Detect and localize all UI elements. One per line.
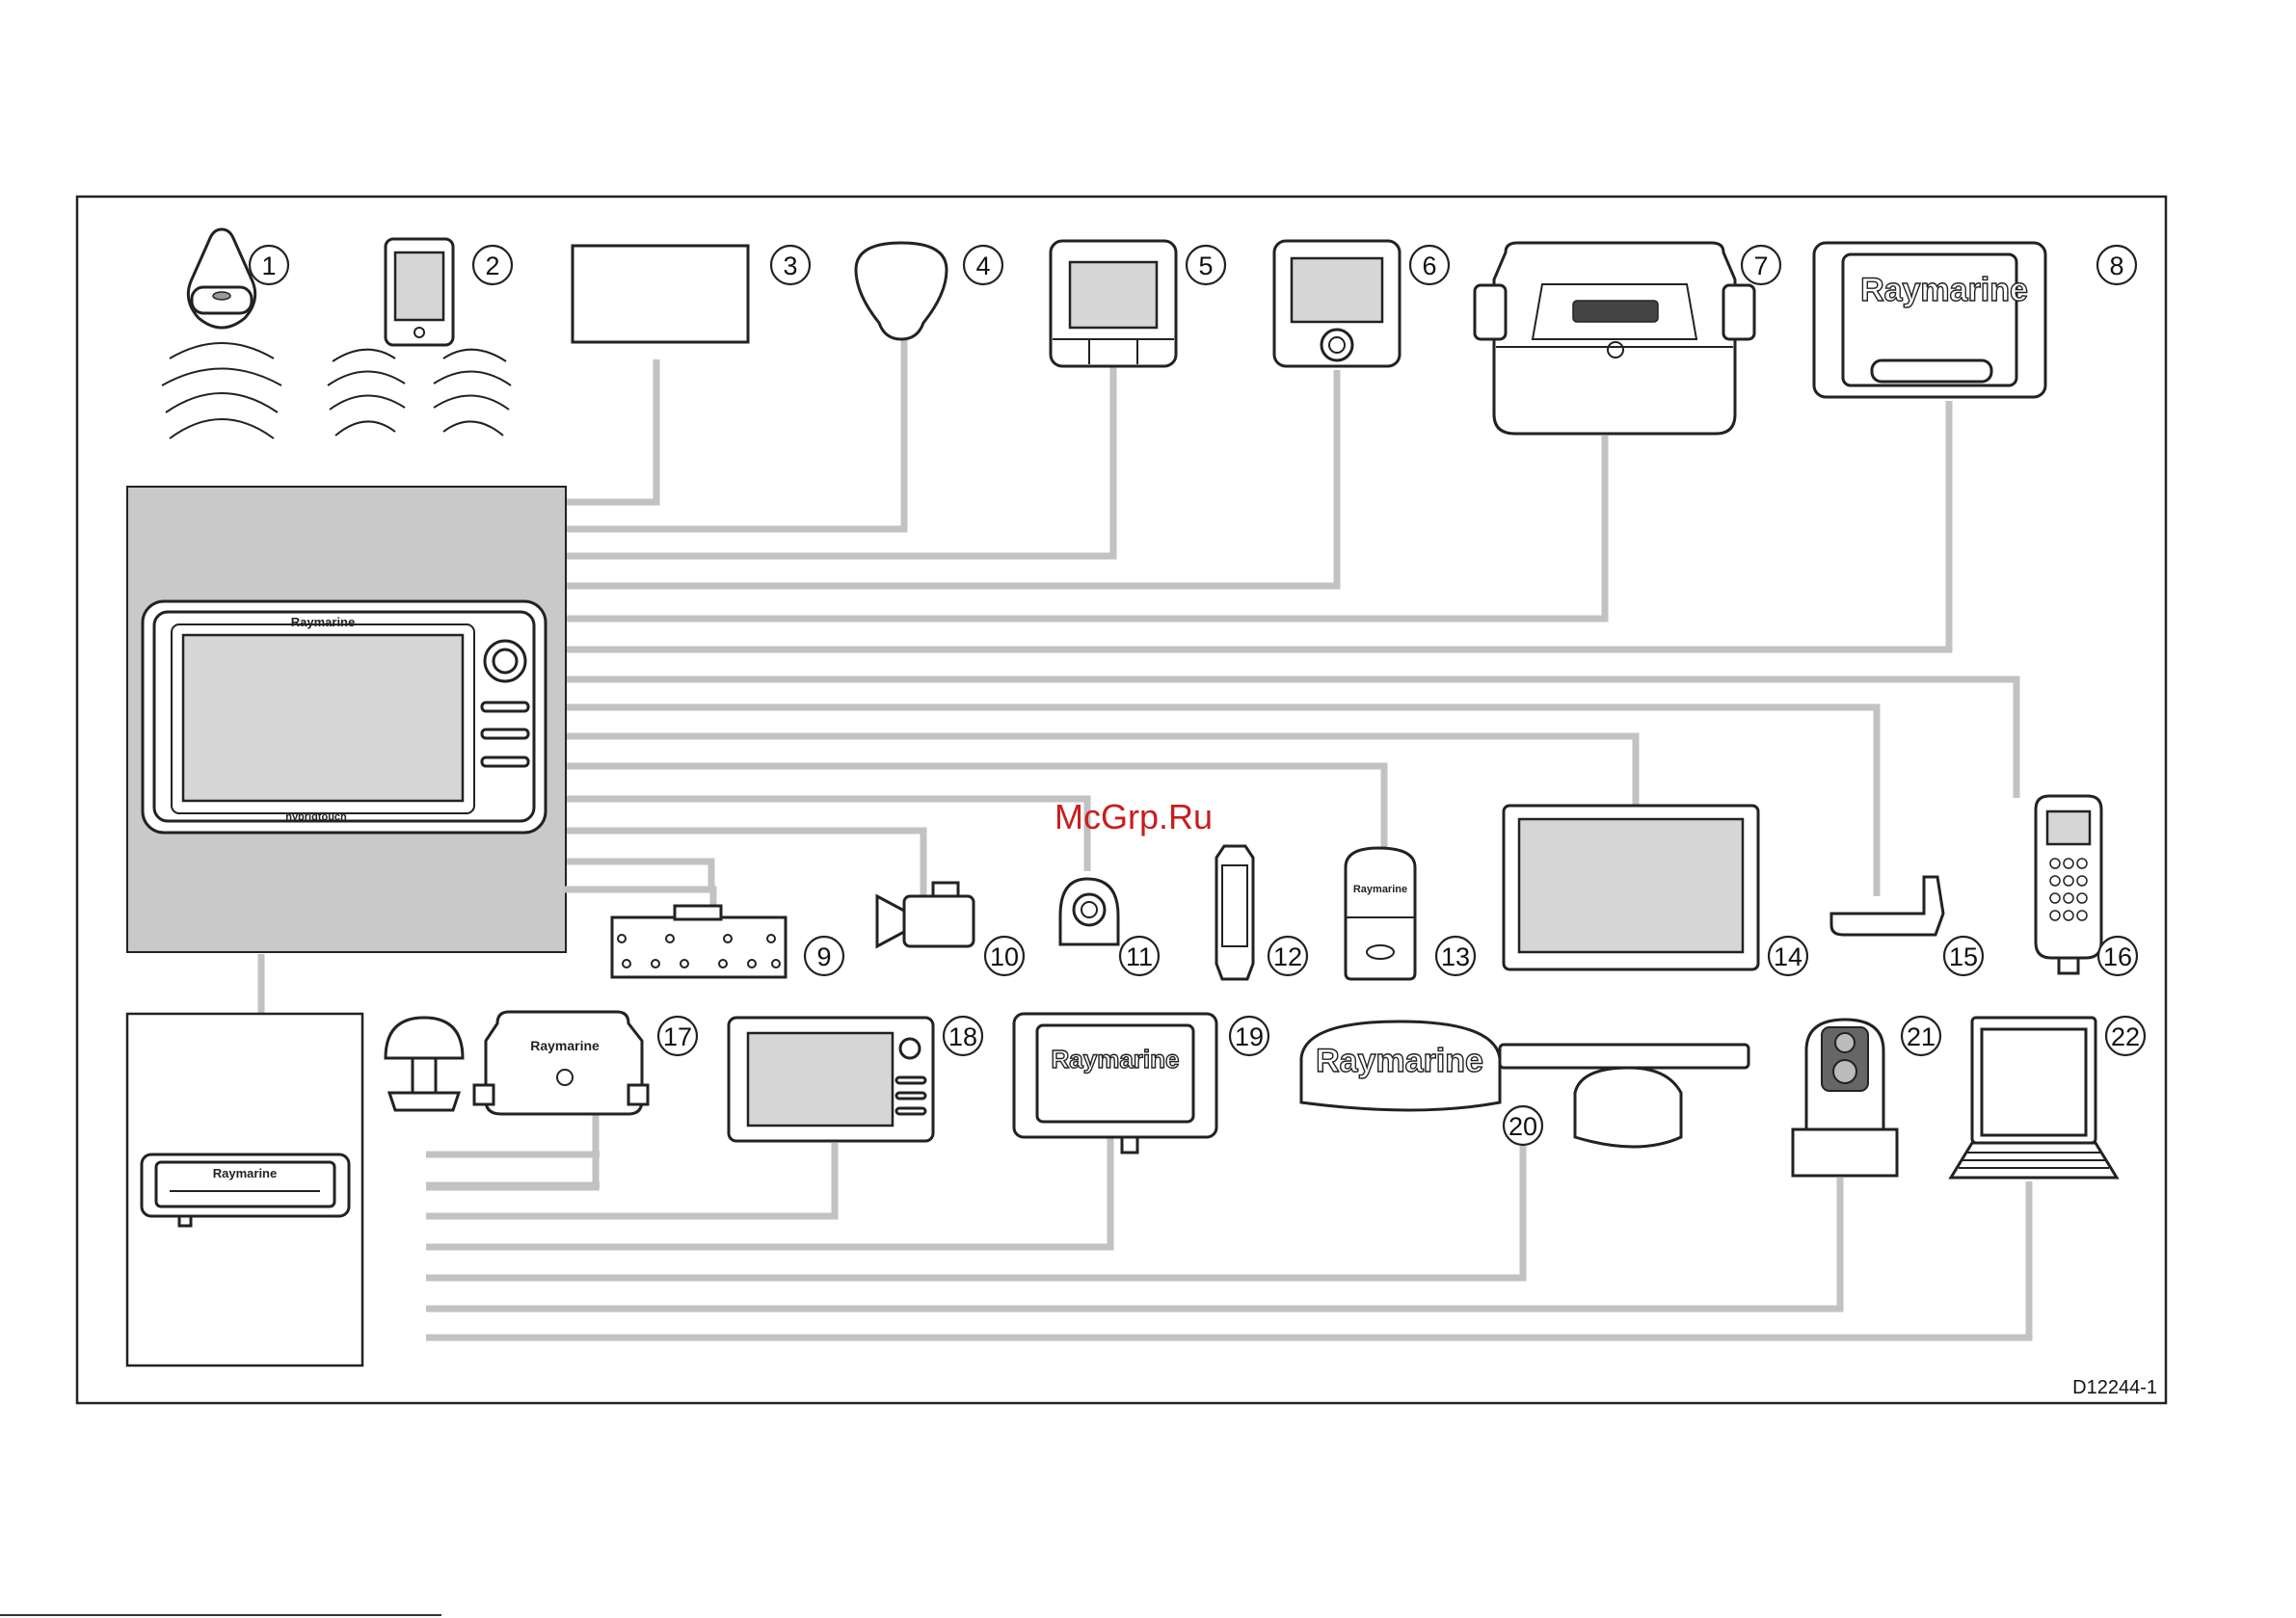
black-box-unit: Raymarine (1814, 243, 2045, 397)
sensor-module (1216, 846, 1253, 979)
svg-text:22: 22 (2111, 1022, 2140, 1051)
large-monitor (1504, 806, 1758, 969)
callout-3: 3 (771, 246, 810, 284)
wireless-brand: Raymarine (1353, 884, 1407, 895)
sonar-module (1475, 243, 1754, 434)
main-display: Raymarine hybridtouch (143, 601, 546, 833)
svg-text:8: 8 (2109, 252, 2123, 280)
svg-text:6: 6 (1422, 252, 1436, 280)
external-monitor (573, 246, 748, 342)
main-display-brand: Raymarine (291, 615, 355, 629)
callout-4: 4 (964, 246, 1002, 284)
svg-text:9: 9 (816, 942, 831, 971)
svg-text:4: 4 (975, 252, 990, 280)
svg-text:16: 16 (2103, 942, 2132, 971)
callout-17: 17 (658, 1017, 697, 1055)
instrument-display (1051, 241, 1176, 366)
radar-brand: Raymarine (1316, 1043, 1483, 1079)
svg-text:2: 2 (485, 252, 499, 280)
callout-12: 12 (1268, 937, 1307, 975)
svg-text:14: 14 (1774, 942, 1802, 971)
autopilot-controller (1274, 241, 1400, 366)
callout-21: 21 (1902, 1017, 1940, 1055)
control-pod (1060, 879, 1118, 944)
callout-10: 10 (985, 937, 1024, 975)
black-box-brand: Raymarine (1860, 272, 2028, 308)
callout-13: 13 (1436, 937, 1475, 975)
callout-14: 14 (1769, 937, 1807, 975)
svg-text:12: 12 (1273, 942, 1302, 971)
callout-16: 16 (2098, 937, 2137, 975)
svg-text:3: 3 (783, 252, 797, 280)
svg-text:13: 13 (1441, 942, 1470, 971)
laptop-computer (1951, 1018, 2117, 1178)
svg-text:5: 5 (1198, 252, 1213, 280)
svg-text:18: 18 (948, 1022, 977, 1051)
svg-text:10: 10 (990, 942, 1019, 971)
sounder-brand: Raymarine (1052, 1045, 1180, 1074)
callout-6: 6 (1410, 246, 1449, 284)
callout-22: 22 (2106, 1017, 2145, 1055)
callout-5: 5 (1187, 246, 1225, 284)
svg-text:19: 19 (1235, 1022, 1264, 1051)
receiver-brand: Raymarine (530, 1038, 600, 1053)
callout-19: 19 (1230, 1017, 1268, 1055)
callout-11: 11 (1120, 937, 1159, 975)
callout-7: 7 (1742, 246, 1780, 284)
satellite-receiver: Raymarine (386, 1012, 648, 1114)
svg-text:7: 7 (1753, 252, 1768, 280)
svg-text:17: 17 (663, 1022, 692, 1051)
callout-18: 18 (944, 1017, 982, 1055)
callout-2: 2 (473, 246, 512, 284)
svg-text:15: 15 (1949, 942, 1978, 971)
wireless-module: Raymarine (1346, 848, 1415, 979)
main-display-touch-label: hybridtouch (285, 811, 347, 823)
reference-code: D12244-1 (2072, 1377, 2157, 1398)
thermal-camera (1793, 1020, 1897, 1176)
svg-text:20: 20 (1508, 1112, 1537, 1141)
secondary-display (729, 1018, 933, 1141)
callout-15: 15 (1944, 937, 1983, 975)
vhf-handset (2036, 796, 2101, 973)
callout-8: 8 (2097, 246, 2136, 284)
svg-text:1: 1 (261, 252, 276, 280)
callout-1: 1 (250, 246, 288, 284)
sounder-module: Raymarine (1014, 1014, 1216, 1153)
callout-9: 9 (805, 937, 843, 975)
watermark: McGrp.Ru (1055, 797, 1213, 836)
network-switch: Raymarine (142, 1154, 349, 1226)
svg-text:21: 21 (1907, 1022, 1936, 1051)
callout-20: 20 (1504, 1106, 1542, 1145)
svg-text:11: 11 (1126, 942, 1153, 971)
switch-brand: Raymarine (213, 1166, 277, 1180)
